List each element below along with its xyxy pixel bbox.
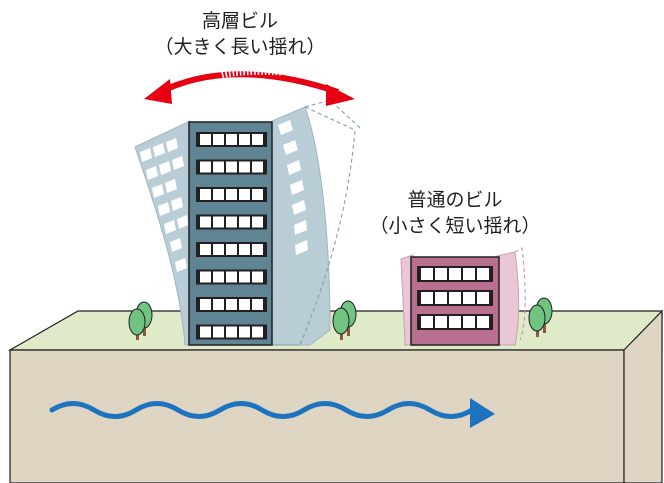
window [252,299,263,310]
sway-arrow-left-head [144,79,172,104]
normal-building-caption: 普通のビル （小さく短い揺れ） [340,187,570,239]
window [226,299,237,310]
window [252,326,263,338]
window [200,134,211,145]
window [226,134,237,145]
window [200,299,211,310]
window [213,161,224,173]
window [239,161,250,173]
tall-building-title: 高層ビル [201,10,278,32]
normal-building-windows [417,266,493,330]
window [435,316,447,328]
window [213,189,224,200]
window [226,161,237,173]
normal-building [400,247,526,346]
window [239,326,250,338]
window [200,326,211,338]
tree-icon [332,300,357,340]
tall-building-sway-right [271,99,361,346]
tall-building [188,121,273,346]
window [477,268,489,280]
window [252,189,263,200]
window [252,216,263,228]
window [226,216,237,228]
normal-building-subtitle: （小さく短い揺れ） [369,215,541,237]
window [239,271,250,283]
window [449,268,461,280]
window [200,189,211,200]
wave-arrowhead [470,398,495,428]
window [213,271,224,283]
window [213,299,224,310]
window [213,216,224,228]
window [239,189,250,200]
window [435,292,447,304]
sway-arrow-right-head [326,84,355,106]
window [200,161,211,173]
window [421,316,433,328]
window [435,268,447,280]
window [449,316,461,328]
window [213,244,224,255]
tall-building-caption: 高層ビル （大きく長い揺れ） [110,8,370,60]
window [463,292,475,304]
window [477,316,489,328]
tall-building-windows [196,132,267,340]
sway-arrow-icon [144,67,355,106]
normal-building-title: 普通のビル [407,189,503,211]
tall-building-sway-left [134,120,191,346]
window [421,292,433,304]
window [213,134,224,145]
window [421,268,433,280]
ground-block [7,309,663,483]
window [200,244,211,255]
window [239,299,250,310]
window [252,244,263,255]
window [200,216,211,228]
window [477,292,489,304]
ground-front-face [9,349,625,483]
ground-side-face [623,309,663,483]
seismic-wave-icon [49,398,495,428]
window [463,268,475,280]
window [252,161,263,173]
tree-icon [528,297,553,337]
window [226,189,237,200]
window [252,134,263,145]
tall-building-subtitle: （大きく長い揺れ） [154,36,326,58]
window [213,326,224,338]
window [200,271,211,283]
tree-icon [128,301,153,340]
window [226,271,237,283]
window [239,216,250,228]
window [226,326,237,338]
window [239,134,250,145]
window [449,292,461,304]
window [226,244,237,255]
window [252,271,263,283]
window [239,244,250,255]
window [463,316,475,328]
